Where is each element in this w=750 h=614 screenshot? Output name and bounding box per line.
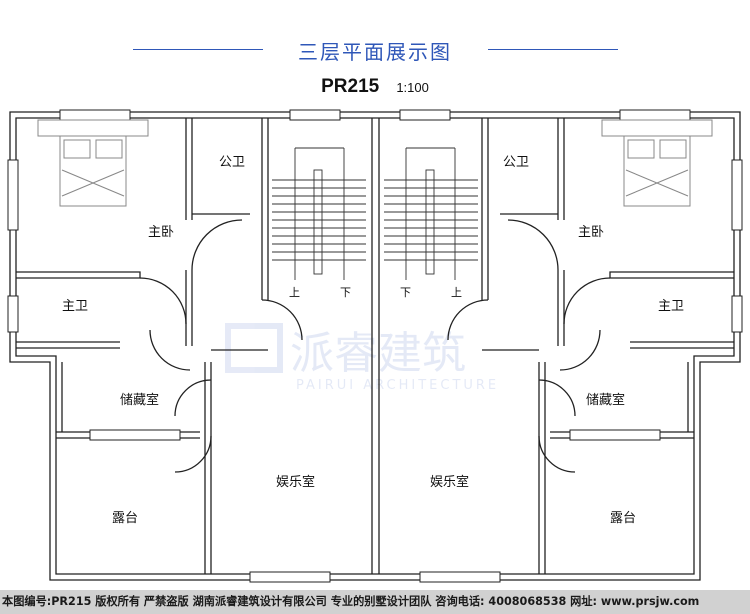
- watermark: 派睿建筑 PAIRUI ARCHITECTURE: [225, 323, 499, 393]
- heading-rule-right: [488, 49, 618, 50]
- room-label-storage-right: 储藏室: [586, 392, 625, 408]
- stair-label-down-left: 下: [340, 286, 351, 299]
- room-label-master-bedroom-right: 主卧: [578, 225, 604, 240]
- footer-bar: 本图编号:PR215 版权所有 严禁盗版 湖南派睿建筑设计有限公司 专业的别墅设…: [0, 590, 750, 614]
- room-label-master-bath-left: 主卫: [62, 299, 88, 314]
- room-label-public-bath-right: 公卫: [503, 155, 529, 170]
- stair-label-up-left: 上: [289, 286, 300, 299]
- room-label-public-bath-left: 公卫: [219, 155, 245, 170]
- stair-label-up-right: 上: [451, 286, 462, 299]
- plan-scale: 1:100: [396, 80, 429, 95]
- bed-icon: [37, 119, 713, 207]
- room-label-storage-left: 储藏室: [120, 392, 159, 408]
- room-label-entertainment-left: 娱乐室: [276, 474, 315, 490]
- plan-code: PR215: [321, 76, 380, 97]
- page-heading: 三层平面展示图: [298, 40, 452, 64]
- windows: [7, 109, 743, 583]
- room-label-terrace-right: 露台: [610, 511, 636, 526]
- watermark-latin: PAIRUI ARCHITECTURE: [296, 378, 499, 393]
- plan-code-line: PR215 1:100: [0, 76, 750, 98]
- heading-rule-left: [133, 49, 263, 50]
- room-label-master-bedroom-left: 主卧: [148, 225, 174, 240]
- room-label-terrace-left: 露台: [112, 511, 138, 526]
- stair-label-down-right: 下: [400, 286, 411, 299]
- floor-plan: 派睿建筑 PAIRUI ARCHITECTURE: [7, 109, 743, 583]
- room-label-entertainment-right: 娱乐室: [430, 474, 469, 490]
- room-label-master-bath-right: 主卫: [658, 299, 684, 314]
- watermark-brand: 派睿建筑: [290, 328, 466, 379]
- stair-icon: [272, 147, 478, 280]
